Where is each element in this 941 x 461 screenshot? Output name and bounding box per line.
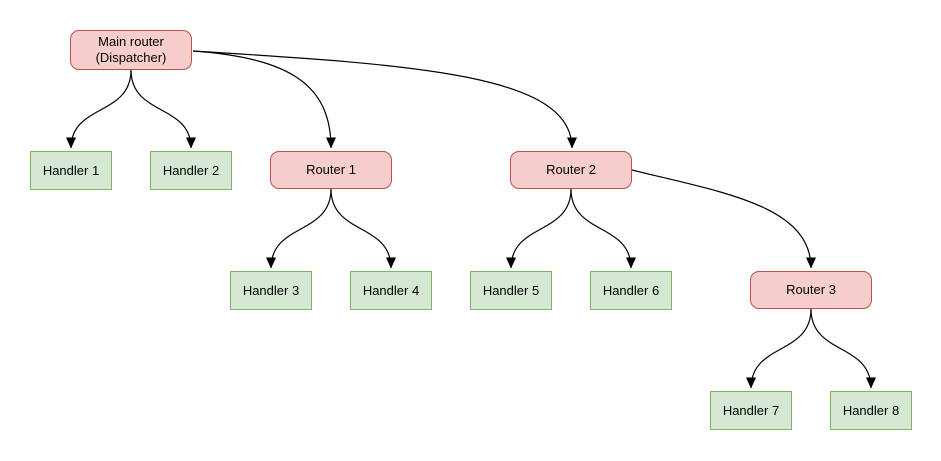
edge-router-1-to-handler-4 xyxy=(330,188,396,269)
edge-router-1-to-handler-3 xyxy=(266,188,332,269)
node-router-3: Router 3 xyxy=(750,271,872,309)
node-router-2-label: Router 2 xyxy=(546,162,596,177)
node-router-1: Router 1 xyxy=(270,151,392,189)
node-handler-7: Handler 7 xyxy=(710,391,792,430)
node-handler-6: Handler 6 xyxy=(590,271,672,310)
node-handler-7-label: Handler 7 xyxy=(722,402,780,418)
node-handler-6-label: Handler 6 xyxy=(602,282,660,298)
node-handler-4: Handler 4 xyxy=(350,271,432,310)
node-handler-8-label: Handler 8 xyxy=(842,402,900,418)
node-handler-5-label: Handler 5 xyxy=(482,282,540,298)
node-handler-3-label: Handler 3 xyxy=(242,282,300,298)
node-router-1-label: Router 1 xyxy=(306,162,356,177)
edge-main-router-to-router-1 xyxy=(192,50,336,149)
node-handler-1: Handler 1 xyxy=(30,151,112,190)
node-handler-8: Handler 8 xyxy=(830,391,912,430)
node-router-3-label: Router 3 xyxy=(786,282,836,297)
node-handler-2: Handler 2 xyxy=(150,151,232,190)
node-handler-1-label: Handler 1 xyxy=(42,162,100,178)
edge-main-router-to-handler-2 xyxy=(130,69,196,149)
edge-router-2-to-handler-5 xyxy=(506,188,572,269)
edge-router-3-to-handler-8 xyxy=(810,308,876,389)
edge-router-2-to-handler-6 xyxy=(570,188,636,269)
node-handler-4-label: Handler 4 xyxy=(362,282,420,298)
edge-router-3-to-handler-7 xyxy=(746,308,812,389)
node-handler-5: Handler 5 xyxy=(470,271,552,310)
node-main-router-label: Main router (Dispatcher) xyxy=(95,34,167,65)
edge-router-2-to-router-3 xyxy=(631,169,816,269)
node-handler-2-label: Handler 2 xyxy=(162,162,220,178)
edge-main-router-to-router-2 xyxy=(192,50,577,149)
node-router-2: Router 2 xyxy=(510,151,632,189)
node-main-router: Main router (Dispatcher) xyxy=(70,30,192,70)
node-handler-3: Handler 3 xyxy=(230,271,312,310)
edge-main-router-to-handler-1 xyxy=(66,69,132,149)
